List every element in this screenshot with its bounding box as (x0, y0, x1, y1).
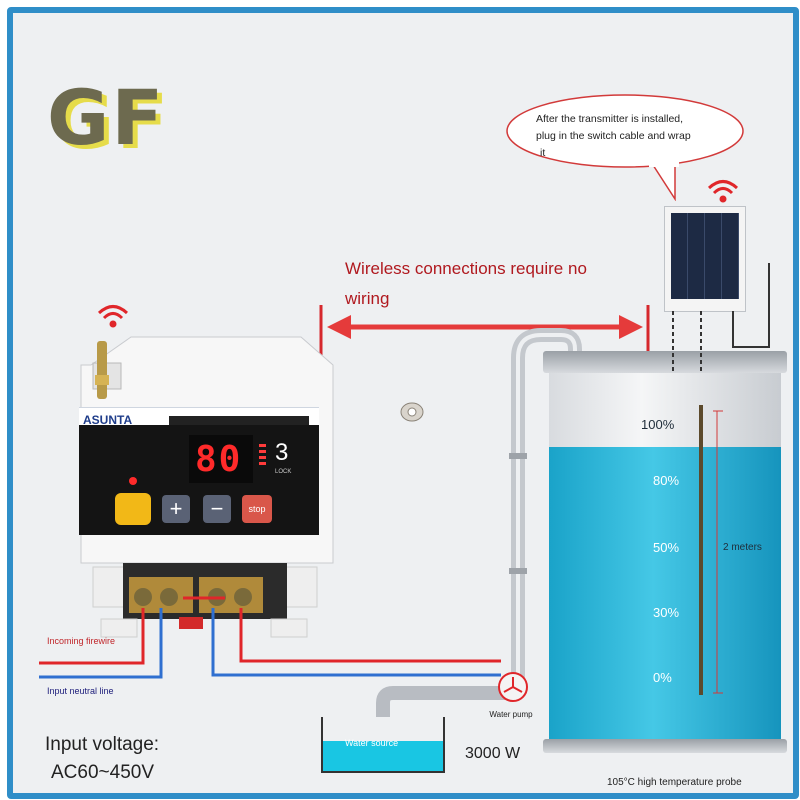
level-0: 0% (653, 670, 672, 685)
solar-panel (671, 213, 739, 299)
level-50: 50% (653, 540, 680, 555)
wireless-line-1: Wireless connections require no (345, 259, 587, 278)
lock-label: LOCK (275, 469, 292, 475)
plus-button[interactable]: + (162, 495, 190, 523)
gf-logo: GF (47, 73, 166, 162)
probe-label: 105°C high temperature probe (607, 777, 742, 788)
diagram-frame: GF After the transmitter is installed, p… (7, 7, 799, 799)
control-panel: 80 3 LOCK + − stop (79, 425, 319, 535)
transmitter-box (664, 206, 746, 312)
minus-button[interactable]: − (203, 495, 231, 523)
probe-length-bracket (713, 410, 723, 694)
wifi-icon (97, 305, 129, 328)
firewire-label: Incoming firewire (47, 636, 116, 646)
speech-bubble (506, 94, 744, 201)
level-30: 30% (653, 605, 680, 620)
water-source-container: Water source (321, 717, 445, 773)
wireless-caption: Wireless connections require no wiring (345, 254, 645, 314)
transmitter-cables (672, 263, 770, 373)
bubble-line-3: it (540, 147, 546, 159)
status-leds (259, 441, 269, 481)
pump-label: Water pump (489, 710, 533, 719)
bubble-text: After the transmitter is installed, plug… (536, 111, 726, 162)
bubble-line-2: plug in the switch cable and wrap (536, 130, 691, 142)
bubble-line-1: After the transmitter is installed, (536, 113, 684, 125)
tank-water (549, 447, 781, 741)
power-rating: 3000 W (465, 745, 521, 762)
receiver-dongle-icon (400, 402, 424, 422)
pipe-system (376, 328, 582, 728)
water-tank (543, 351, 787, 753)
transmitter-wifi-icon (707, 180, 739, 203)
set-button[interactable] (115, 493, 151, 525)
display-value: 80 (195, 439, 243, 480)
led-display: 80 (189, 435, 253, 483)
input-voltage: Input voltage: AC60~450V (45, 731, 159, 787)
level-80: 80% (653, 473, 680, 488)
input-voltage-title: Input voltage: (45, 734, 160, 755)
stop-button[interactable]: stop (242, 495, 272, 523)
level-probe (699, 405, 703, 695)
water-source-label: Water source (345, 738, 399, 748)
probe-length: 2 meters (723, 542, 762, 553)
input-voltage-range: AC60~450V (51, 762, 154, 783)
wireless-line-2: wiring (345, 289, 390, 308)
power-indicator (129, 477, 137, 485)
wiring-lines (39, 596, 501, 679)
level-100: 100% (641, 417, 675, 432)
channel-number: 3 (275, 439, 289, 466)
neutral-label: Input neutral line (47, 686, 114, 696)
brand-label: ASUNTA (83, 413, 133, 427)
